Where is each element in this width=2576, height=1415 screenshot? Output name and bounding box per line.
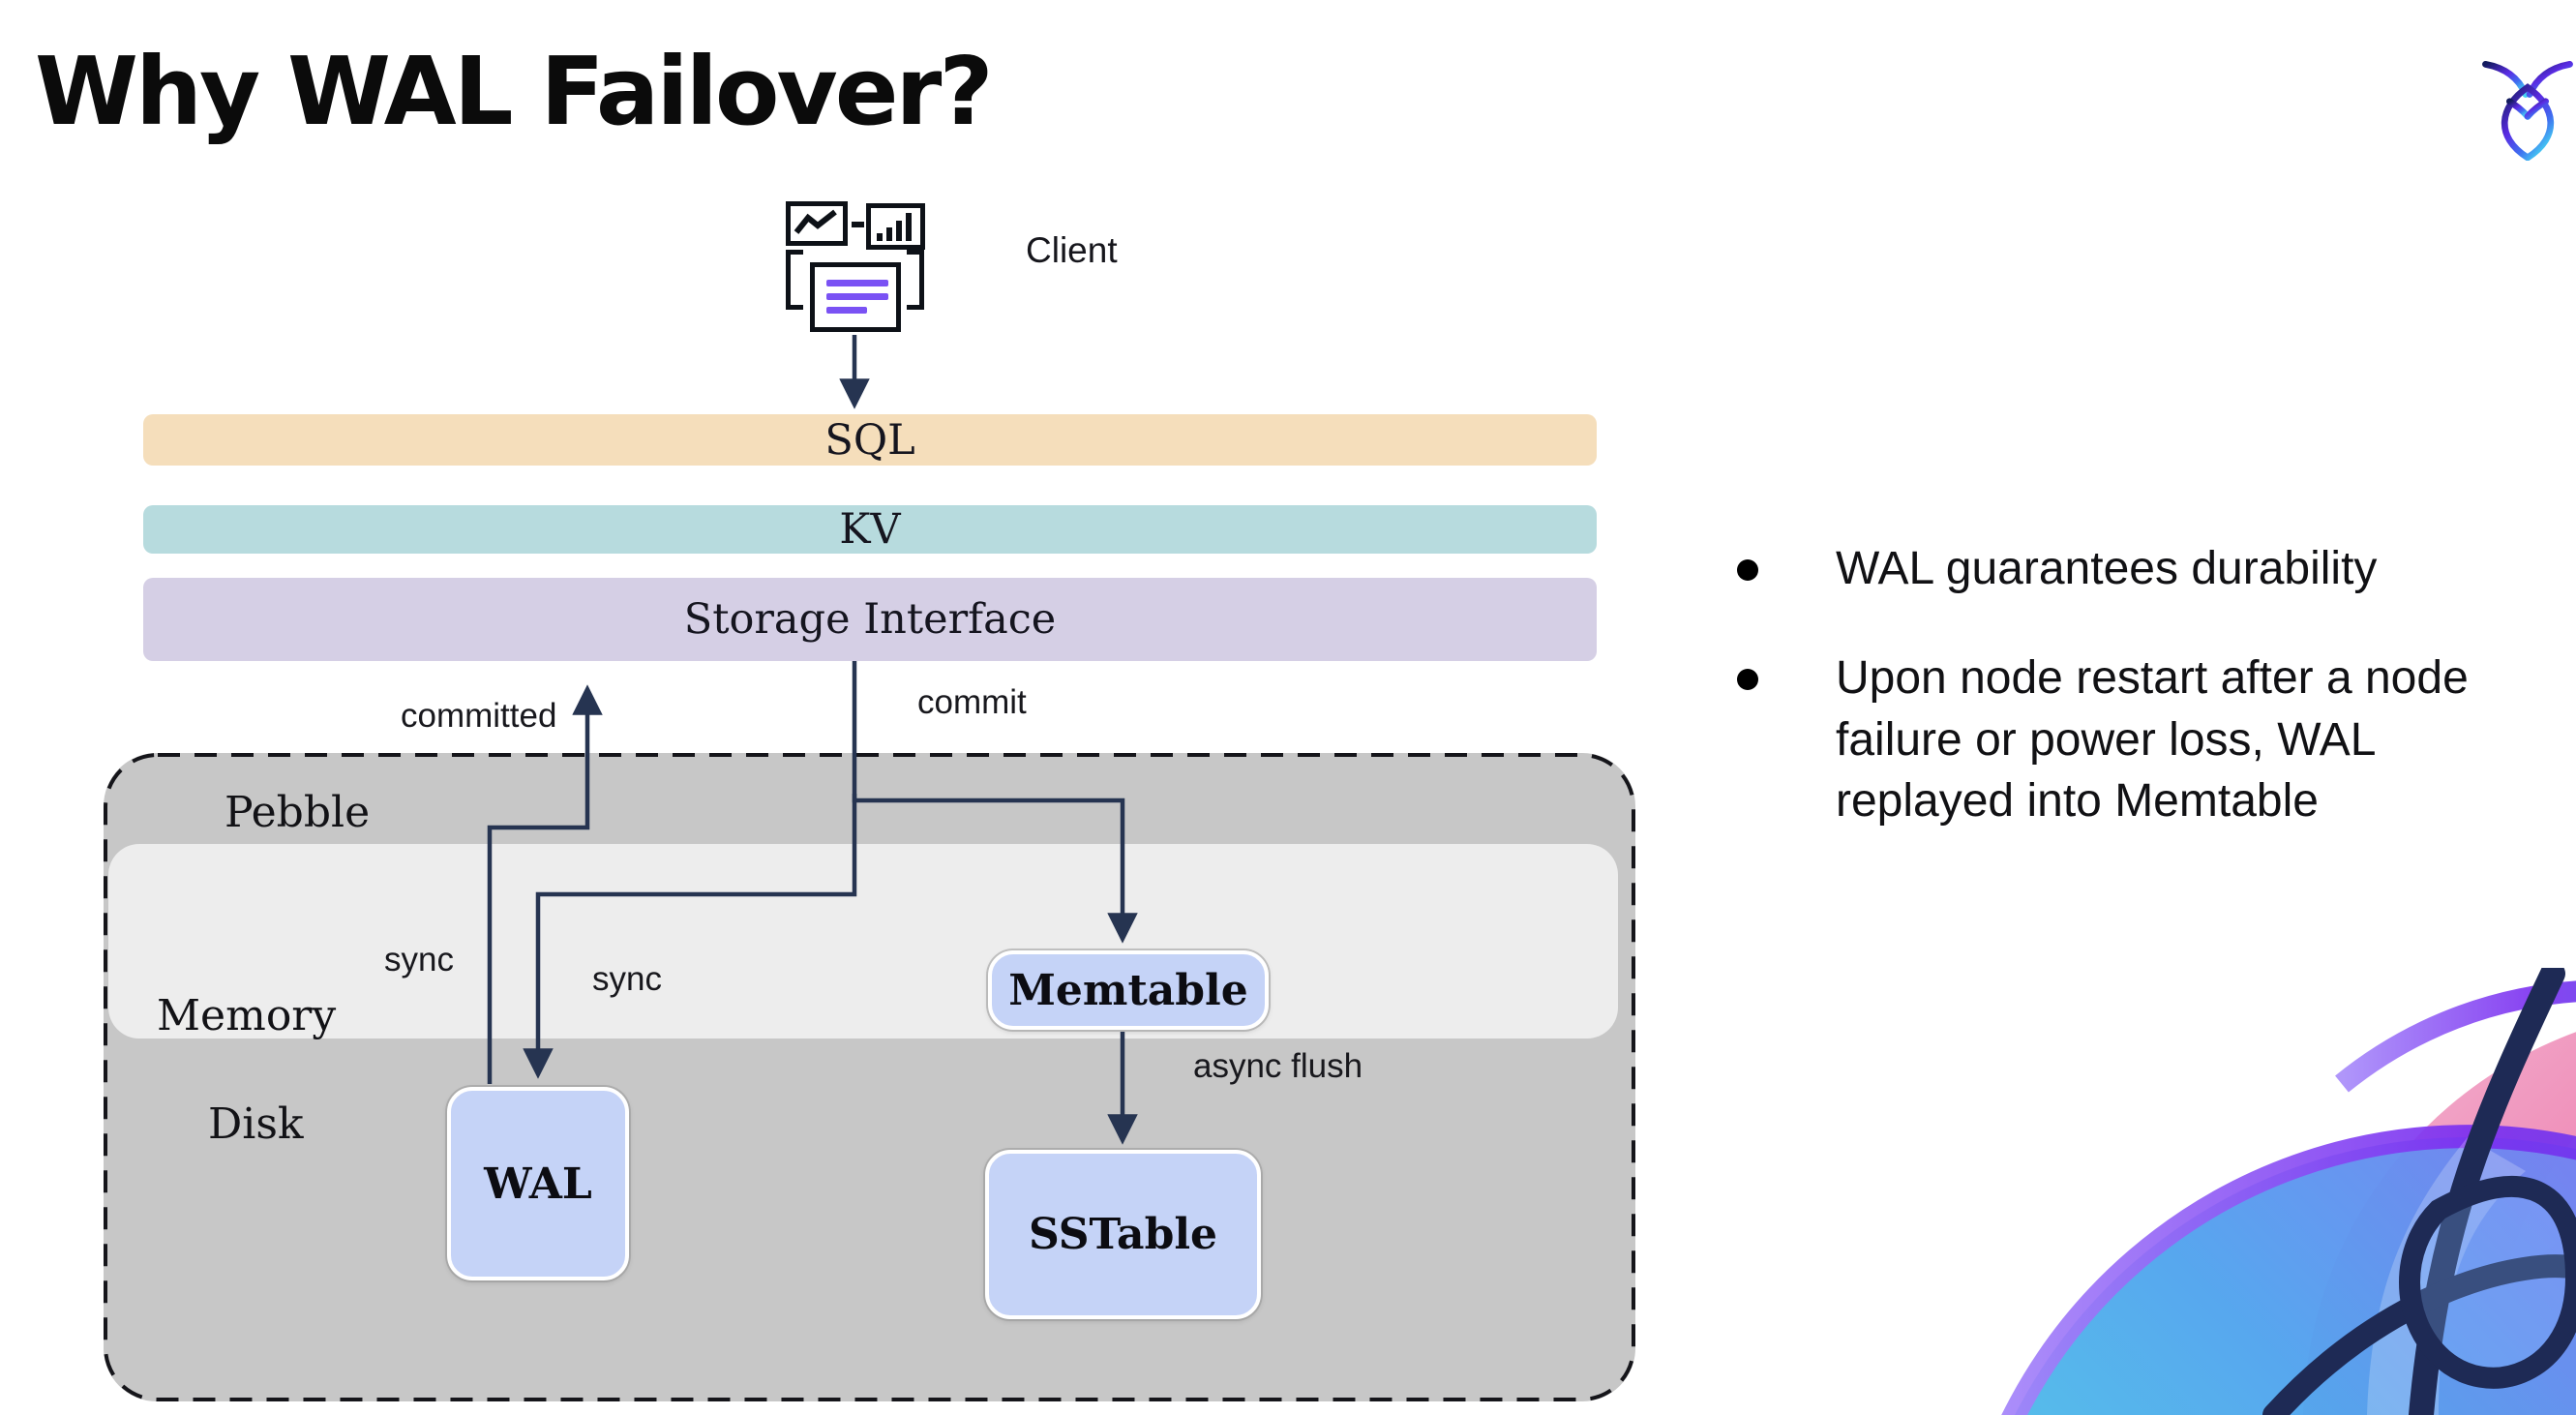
decorative-artwork (2001, 968, 2576, 1415)
document-line (826, 307, 867, 314)
pebble-label: Pebble (225, 788, 371, 837)
memtable-node: Memtable (988, 950, 1269, 1030)
bullet-icon (1737, 669, 1758, 691)
layer-storage-interface: Storage Interface (143, 578, 1597, 661)
edge-label-commit: commit (917, 683, 1027, 721)
client-label: Client (1026, 230, 1118, 270)
bar-chart-icon (866, 203, 925, 250)
list-item: Upon node restart after a node failure o… (1737, 647, 2576, 831)
bracket-left-icon (786, 250, 803, 310)
bullet-text: Upon node restart after a node failure o… (1836, 652, 2469, 828)
logo-fork-left (2505, 98, 2531, 120)
art-pink-edge-stroke (2335, 980, 2576, 1093)
bullet-text: WAL guarantees durability (1836, 543, 2378, 594)
document-line (826, 280, 888, 286)
edge-label-sync-right: sync (592, 960, 662, 998)
list-item: WAL guarantees durability (1737, 538, 2576, 599)
document-icon (810, 262, 901, 332)
art-teal-edge-stroke (2001, 1125, 2576, 1415)
memory-label: Memory (157, 991, 337, 1040)
layer-kv: KV (143, 505, 1597, 554)
wal-node: WAL (447, 1087, 629, 1280)
bracket-right-icon (907, 250, 924, 310)
layer-sql: SQL (143, 414, 1597, 466)
edge-label-committed: committed (401, 697, 557, 735)
edge-label-async-flush: async flush (1193, 1047, 1363, 1085)
page-title: Why WAL Failover? (35, 37, 994, 146)
dash-connector (852, 222, 864, 227)
disk-label: Disk (208, 1099, 304, 1149)
art-navy-leaf (2399, 1175, 2576, 1389)
cockroachdb-logo-icon (2482, 61, 2573, 161)
document-line (826, 293, 888, 300)
bullet-icon (1737, 559, 1758, 581)
client-icon (784, 196, 939, 337)
bullet-list: WAL guarantees durability Upon node rest… (1737, 538, 2576, 880)
logo-body (2501, 83, 2555, 161)
art-navy-curve-2 (2262, 1254, 2576, 1415)
edge-label-sync-left: sync (384, 941, 454, 978)
logo-fork-right (2524, 98, 2550, 120)
line-chart-icon (786, 201, 848, 246)
sstable-node: SSTable (985, 1150, 1261, 1319)
